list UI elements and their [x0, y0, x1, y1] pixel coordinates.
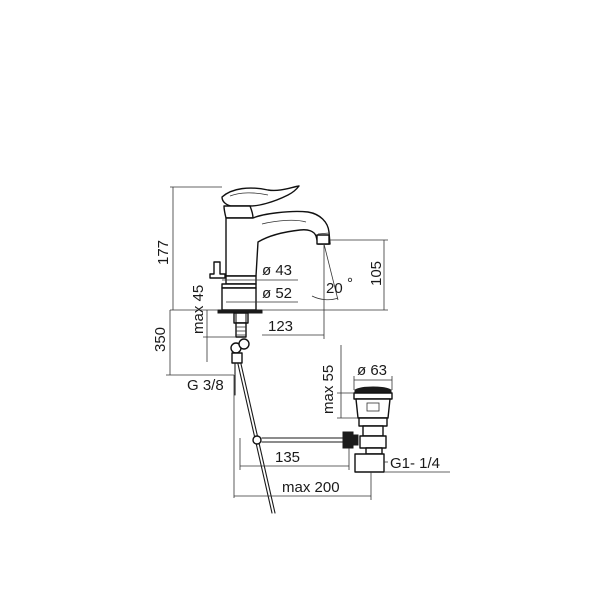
waste-cap	[354, 386, 392, 394]
label-rod-distance: 135	[275, 449, 300, 466]
threaded-rod	[235, 322, 247, 338]
label-base-diameter-small: ø 43	[262, 262, 292, 279]
label-waste-thread: G1- 1/4	[390, 455, 440, 472]
label-total-height: 177	[155, 240, 172, 265]
supply-fitting-right	[238, 338, 250, 350]
waste-assembly	[342, 386, 393, 473]
label-waste-diameter: ø 63	[357, 362, 387, 379]
waste-joint	[359, 435, 387, 449]
label-base-diameter-large: ø 52	[262, 285, 292, 302]
label-flex-length: 350	[152, 327, 169, 352]
label-spout-angle: 20	[326, 280, 343, 297]
label-spout-reach: 123	[268, 318, 293, 335]
faucet-aerator	[316, 234, 330, 245]
faucet-cap	[223, 205, 254, 219]
popup-rod-assembly	[237, 363, 346, 514]
waste-flange	[353, 392, 393, 400]
label-degree-symbol: °	[347, 275, 353, 292]
waste-collar	[362, 425, 384, 437]
rod-clip	[252, 435, 262, 445]
label-waste-height: max 55	[320, 365, 337, 414]
label-max-deck: max 45	[190, 285, 207, 334]
faucet-handle	[221, 185, 300, 207]
waste-reducer	[365, 447, 383, 455]
label-spout-height: 105	[368, 261, 385, 286]
popup-knob	[209, 261, 226, 279]
label-rod-max: max 200	[282, 479, 340, 496]
dimension-lines	[166, 186, 450, 500]
supply-connector	[231, 352, 243, 364]
faucet-base	[221, 287, 257, 311]
dimension-labels: 177 ø 43 ø 52 105 20 ° max 45 123 350 G …	[152, 240, 440, 496]
waste-body	[355, 398, 391, 419]
waste-tail	[354, 453, 385, 473]
waste-nut	[358, 417, 388, 427]
label-inlet-thread: G 3/8	[187, 377, 224, 394]
